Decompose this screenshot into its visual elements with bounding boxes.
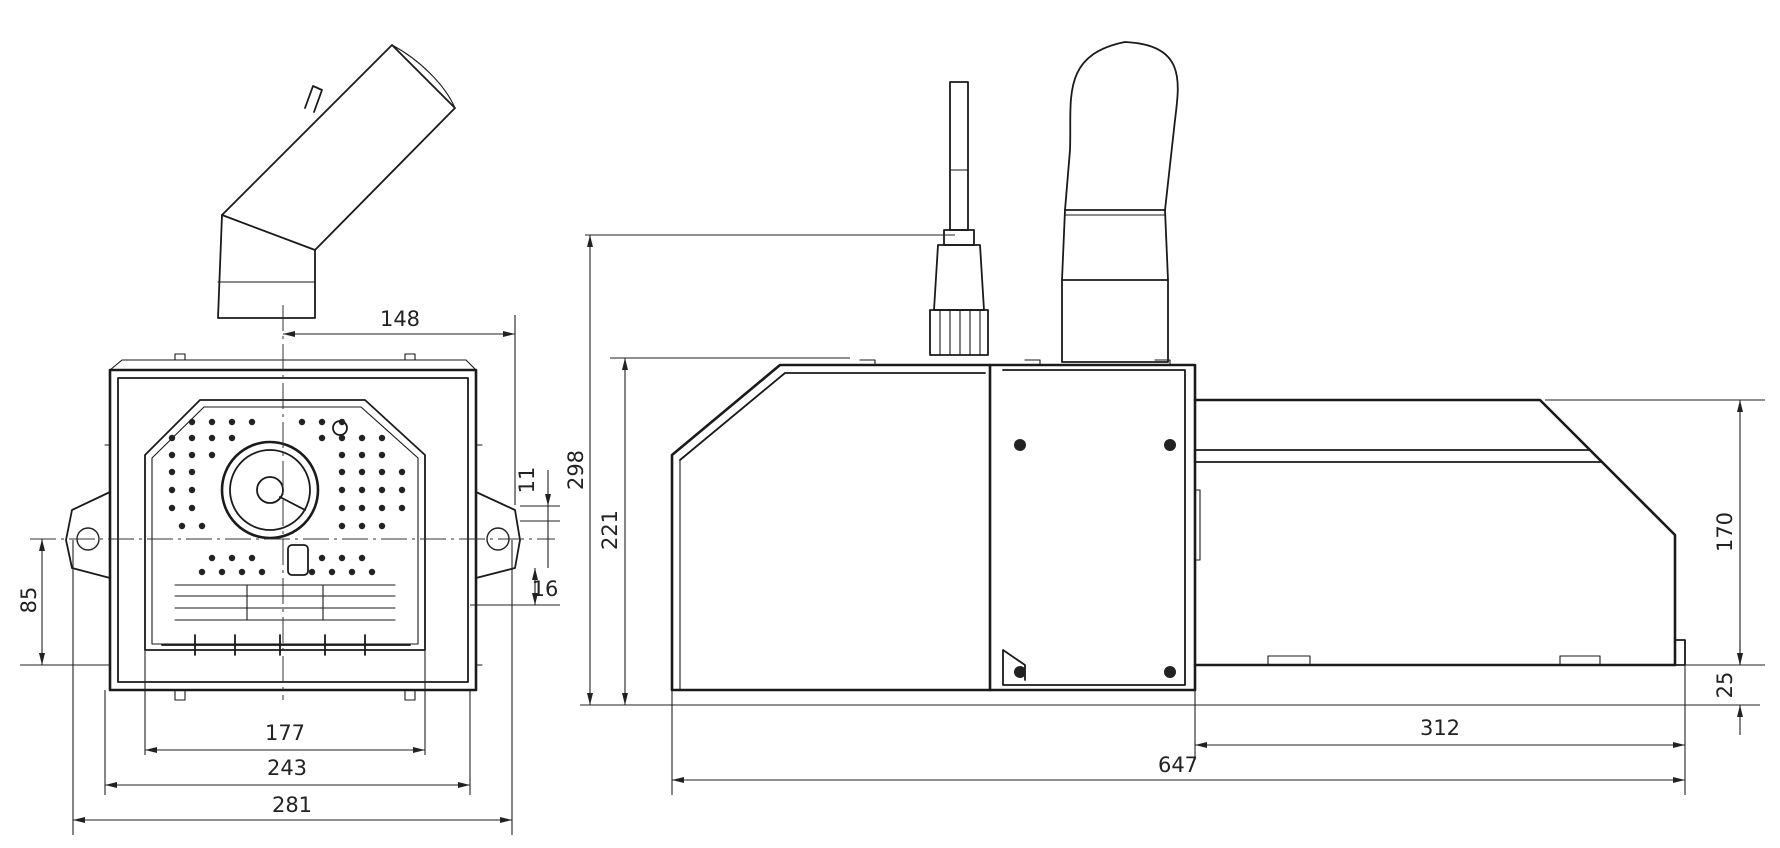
perforation-hole	[358, 451, 366, 459]
perforation-hole	[168, 434, 176, 442]
perforation-hole	[198, 522, 206, 530]
perforation-hole	[228, 418, 236, 426]
perforation-hole	[398, 504, 406, 512]
perforation-hole	[168, 486, 176, 494]
perforation-hole	[208, 554, 216, 562]
perforation-hole	[168, 451, 176, 459]
perforation-hole	[168, 504, 176, 512]
perforation-hole	[208, 451, 216, 459]
dim-25: 25	[1713, 672, 1737, 699]
perforation-hole	[188, 451, 196, 459]
dim-298: 298	[564, 450, 588, 490]
perforation-hole	[308, 568, 316, 576]
perforation-hole	[338, 418, 346, 426]
perforation-hole	[168, 468, 176, 476]
bolt	[1014, 666, 1026, 678]
perforation-hole	[378, 468, 386, 476]
dimension-labels-side: 298 221 170 25 312 647	[564, 450, 1737, 777]
dim-148: 148	[380, 307, 420, 331]
sensor-probe	[929, 81, 989, 356]
perforation-hole	[228, 434, 236, 442]
feed-tube	[217, 44, 456, 319]
perforation-hole	[358, 504, 366, 512]
perforation-hole	[248, 418, 256, 426]
perforation-hole	[338, 468, 346, 476]
perforation-hole	[178, 522, 186, 530]
front-housing	[65, 353, 521, 701]
perforation-hole	[318, 554, 326, 562]
perforation-hole	[378, 522, 386, 530]
perforation-hole	[208, 434, 216, 442]
side-view: 298 221 170 25 312 647	[564, 41, 1765, 795]
perforation-hole	[398, 468, 406, 476]
perforation-hole	[318, 418, 326, 426]
perforation-hole	[188, 486, 196, 494]
perforation-hole	[368, 568, 376, 576]
perforation-hole	[218, 568, 226, 576]
dim-170: 170	[1713, 512, 1737, 552]
perforation-hole	[358, 486, 366, 494]
bolt	[1164, 666, 1176, 678]
perforation-hole	[188, 434, 196, 442]
perforation-hole	[248, 554, 256, 562]
burner-body	[670, 359, 1201, 692]
perforation-hole	[348, 568, 356, 576]
dim-281: 281	[272, 793, 312, 817]
perforation-hole	[358, 554, 366, 562]
perforation-hole	[398, 486, 406, 494]
perforation-hole	[338, 554, 346, 562]
perforation-hole	[328, 568, 336, 576]
dimension-lines-front	[20, 315, 560, 835]
exhaust-tube	[1061, 41, 1179, 363]
perforation-hole	[358, 468, 366, 476]
perforation-hole	[338, 434, 346, 442]
bolt	[1164, 439, 1176, 451]
feeder-section	[1193, 398, 1686, 667]
dim-647: 647	[1158, 753, 1198, 777]
perforation-hole	[238, 568, 246, 576]
dim-16: 16	[532, 577, 559, 601]
perforation-hole	[378, 451, 386, 459]
perforation-hole	[358, 522, 366, 530]
dim-243: 243	[267, 756, 307, 780]
perforation-hole	[298, 418, 306, 426]
perforation-hole	[228, 554, 236, 562]
perforation-hole	[198, 568, 206, 576]
perforation-hole	[378, 504, 386, 512]
perforation-holes	[168, 418, 406, 576]
perforation-hole	[188, 468, 196, 476]
perforation-hole	[188, 418, 196, 426]
perforation-hole	[378, 486, 386, 494]
combustion-chamber	[144, 399, 426, 656]
perforation-hole	[338, 486, 346, 494]
perforation-hole	[338, 451, 346, 459]
perforation-hole	[358, 434, 366, 442]
bolt	[1014, 439, 1026, 451]
perforation-hole	[188, 504, 196, 512]
dimension-labels-front: 148 11 16 85 177 243 281	[17, 307, 558, 817]
perforation-hole	[208, 418, 216, 426]
perforation-hole	[318, 434, 326, 442]
perforation-hole	[338, 504, 346, 512]
front-view: 148 11 16 85 177 243 281	[17, 44, 560, 835]
perforation-hole	[378, 434, 386, 442]
perforation-hole	[338, 522, 346, 530]
dim-85: 85	[17, 587, 41, 614]
dim-11: 11	[515, 467, 539, 494]
dim-177: 177	[265, 721, 305, 745]
perforation-hole	[258, 568, 266, 576]
dim-221: 221	[598, 510, 622, 550]
dimension-lines-side	[580, 234, 1765, 795]
dim-312: 312	[1420, 716, 1460, 740]
